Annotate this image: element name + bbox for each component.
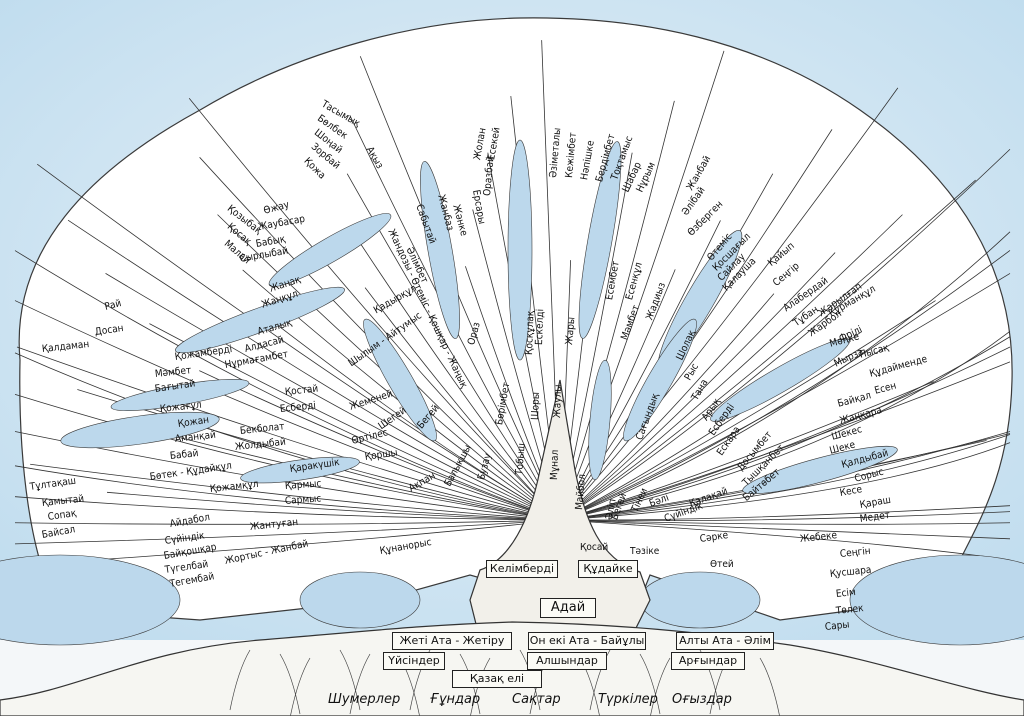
root-label-4: Оғыздар (672, 692, 732, 707)
sky-gap (420, 161, 460, 339)
water-pool (299, 571, 421, 629)
branch-stroke (559, 148, 1011, 521)
branch-stroke (359, 56, 561, 521)
root-stroke (339, 649, 361, 711)
kazak-eli-box: Қазақ елі (452, 670, 542, 688)
root-stroke (650, 657, 671, 716)
branch-label: Тәзіке (630, 546, 660, 557)
branch-stroke (559, 250, 1011, 521)
branch-stroke (349, 115, 561, 521)
branch-label: Жаулы (552, 384, 565, 419)
branch-stroke (14, 352, 561, 521)
argyndar-box: Арғындар (671, 652, 745, 670)
sky-gap (623, 318, 697, 442)
branch-label: Есім (835, 586, 857, 600)
sky-gap (268, 213, 392, 287)
alty-ata-box: Алты Ата - Әлім (676, 632, 774, 650)
branch-stroke (199, 370, 561, 521)
branch-label: Мұнал (549, 449, 562, 481)
sky-gap (240, 456, 360, 484)
branch-stroke (14, 300, 561, 521)
uisinder-box: Үйсіндер (383, 652, 445, 670)
sky-gap (110, 379, 250, 411)
branch-stroke (559, 214, 903, 521)
branch-stroke (559, 519, 1011, 525)
root-label-1: Ғұндар (430, 692, 481, 707)
on-eki-ata-box: Он екі Ата - Байұлы (528, 632, 646, 650)
kudaike-box: Құдайке (578, 560, 638, 578)
root-stroke (589, 649, 611, 711)
branch-stroke (559, 179, 976, 521)
branch-label: Қосай (580, 542, 609, 553)
root-stroke (229, 649, 251, 711)
sky-gap (363, 318, 437, 442)
branch-label: Ескелді (534, 308, 547, 346)
branch-stroke (14, 519, 561, 525)
branch-stroke (559, 346, 1011, 521)
branch-stroke (559, 519, 1011, 561)
kelimberdi-box: Келімберді (486, 560, 558, 578)
sky-gap (60, 411, 220, 449)
sky-gap (710, 338, 850, 422)
sky-gap (742, 445, 898, 495)
branch-stroke (14, 250, 561, 521)
root-label-2: Сақтар (512, 692, 561, 707)
branch-stroke (94, 519, 561, 561)
branch-label: Өтей (710, 559, 734, 570)
root-label-3: Түркілер (598, 692, 658, 707)
branch-stroke (67, 219, 561, 521)
branch-stroke (16, 346, 561, 521)
root-stroke (639, 653, 661, 715)
branch-stroke (559, 511, 1011, 522)
branch-label: Шоры (530, 391, 542, 421)
branch-stroke (559, 331, 1011, 521)
branch-stroke (106, 491, 561, 521)
branch-stroke (14, 519, 561, 545)
alshyndar-box: Алшындар (527, 652, 607, 670)
water-pool (849, 554, 1024, 646)
root-stroke (759, 657, 780, 716)
root-stroke (279, 653, 301, 715)
branch-stroke (14, 496, 561, 521)
branch-stroke (559, 434, 1011, 521)
sky-gap (588, 359, 612, 481)
branch-stroke (149, 323, 561, 521)
branch-stroke (559, 50, 725, 521)
branch-stroke (559, 300, 936, 521)
branch-stroke (559, 381, 934, 521)
branch-stroke (559, 442, 1011, 521)
branch-stroke (14, 465, 561, 521)
sky-gap (578, 141, 622, 339)
water-pool (639, 571, 761, 629)
sky-gap (507, 139, 533, 361)
branch-stroke (188, 98, 561, 521)
branch-stroke (14, 431, 561, 521)
root-stroke (290, 657, 311, 716)
zheti-ata-box: Жеті Ата - Жетіру (392, 632, 512, 650)
sky-gap (175, 286, 345, 354)
adai-box: Адай (540, 598, 596, 618)
water-pool (0, 554, 181, 646)
root-label-0: Шумерлер (328, 692, 401, 707)
root-stroke (349, 653, 371, 715)
branch-stroke (559, 231, 1011, 521)
sky-gaps (0, 139, 1024, 646)
branch-stroke (30, 463, 561, 521)
branch-stroke (559, 336, 1011, 521)
branch-stroke (559, 252, 836, 521)
branch-stroke (105, 273, 561, 521)
branch-label: Қосқұлақ (524, 310, 537, 356)
branch-stroke (559, 505, 1011, 521)
branch-stroke (142, 427, 561, 521)
